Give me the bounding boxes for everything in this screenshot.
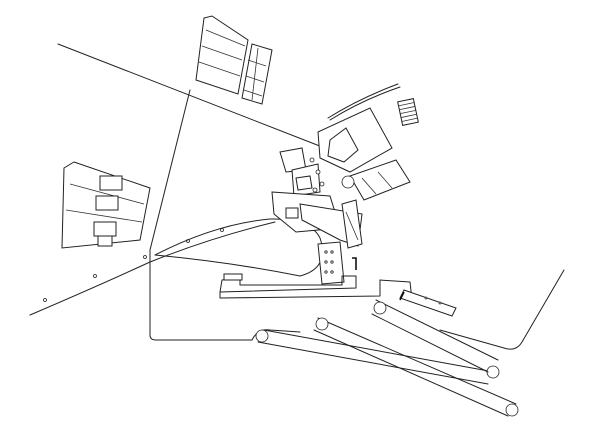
grandstand	[317, 241, 345, 285]
oval-track	[154, 218, 323, 277]
central-complex	[271, 107, 411, 249]
east-boundary	[439, 269, 565, 350]
runway-strips	[255, 299, 519, 417]
main-road-line	[57, 43, 331, 151]
south-annex	[399, 289, 457, 317]
north-arc	[327, 83, 399, 119]
south-platform	[219, 257, 413, 301]
north-arc-inner	[329, 86, 401, 121]
southwest-path	[29, 221, 276, 316]
hatched-block	[397, 98, 419, 126]
north-building-cluster	[195, 15, 273, 105]
west-building-cluster	[61, 161, 151, 249]
